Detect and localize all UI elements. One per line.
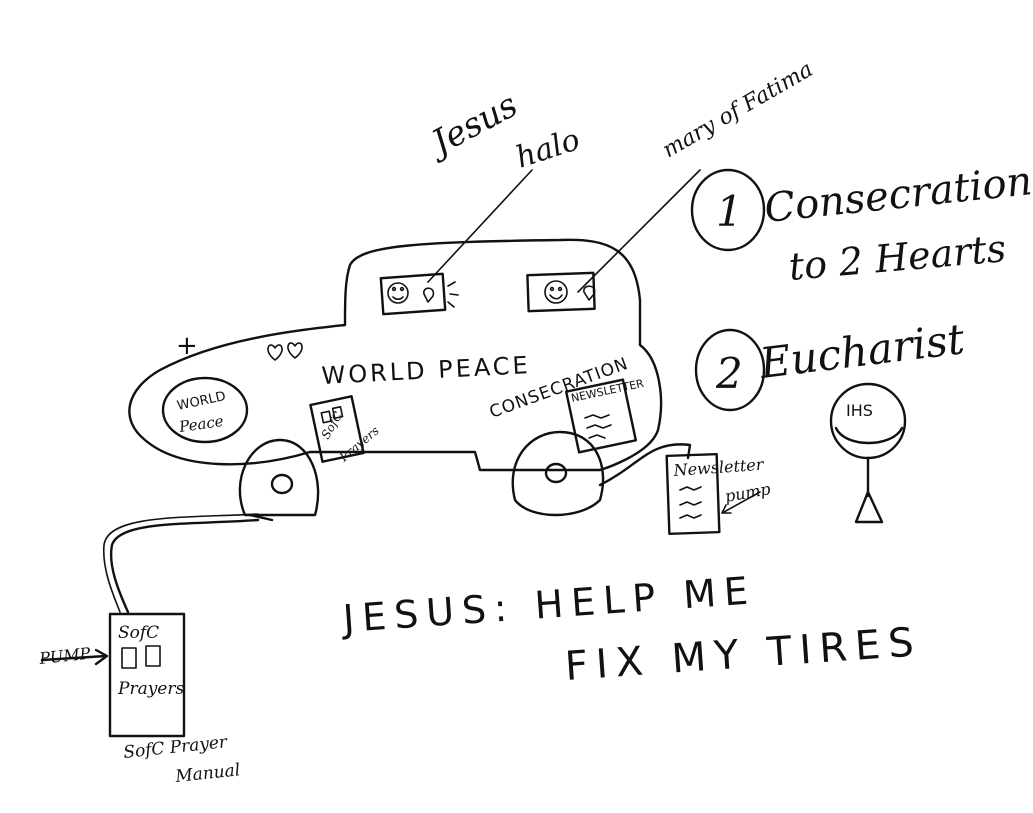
prayer-manual-line-2: Manual xyxy=(173,760,241,787)
ihs-monstrance xyxy=(829,382,907,524)
eucharist-number: 2 xyxy=(715,349,743,398)
sofc-booklet-label-1: SofC xyxy=(318,409,345,441)
left-sofc-pump xyxy=(40,612,186,738)
cross-mark: + xyxy=(176,331,198,361)
mary-leader xyxy=(577,169,701,293)
left-pump-hose xyxy=(109,518,260,614)
left-pump-sofc: SofC xyxy=(118,623,159,643)
right-pump-label: pump xyxy=(723,479,772,506)
ihs-label: IHS xyxy=(846,401,873,420)
left-pump-prayers: Prayers xyxy=(117,679,184,699)
world-circle-label-1: WORLD xyxy=(176,389,227,414)
right-pump-newsletter: Newsletter xyxy=(672,455,765,480)
consecration-number: 1 xyxy=(716,187,743,236)
eucharist-heading: Eucharist xyxy=(756,314,967,388)
world-peace-title: WORLD PEACE xyxy=(321,351,532,390)
left-pump-label: PUMP xyxy=(37,644,91,668)
mary-of-fatima-label: mary of Fatima xyxy=(659,57,818,163)
rear-wheel xyxy=(511,430,605,517)
consecration-heading: Consecration xyxy=(762,158,1033,232)
jesus-window xyxy=(379,272,459,316)
mary-window xyxy=(526,271,596,313)
plea-line-2: FIX MY TIRES xyxy=(563,619,923,690)
world-circle-label-2: Peace xyxy=(177,412,225,436)
right-newsletter-pump xyxy=(665,452,761,536)
two-hearts-icon xyxy=(267,342,303,361)
right-pump-hose xyxy=(598,443,692,487)
world-peace-circle xyxy=(161,376,249,444)
sofc-prayers-booklet xyxy=(309,395,365,463)
to-two-hearts: to 2 Hearts xyxy=(787,226,1008,289)
newsletter-sign xyxy=(564,378,638,454)
car-body-outline xyxy=(128,238,663,472)
jesus-label: Jesus xyxy=(420,85,524,166)
jesus-halo-leader xyxy=(427,169,533,283)
number-circle-2 xyxy=(694,328,766,412)
number-circle-1 xyxy=(690,168,766,252)
front-wheel xyxy=(238,438,320,522)
halo-label: halo xyxy=(512,122,585,175)
left-pump-hose-inner xyxy=(102,513,259,613)
plea-line-1: JESUS: HELP ME xyxy=(340,568,758,641)
